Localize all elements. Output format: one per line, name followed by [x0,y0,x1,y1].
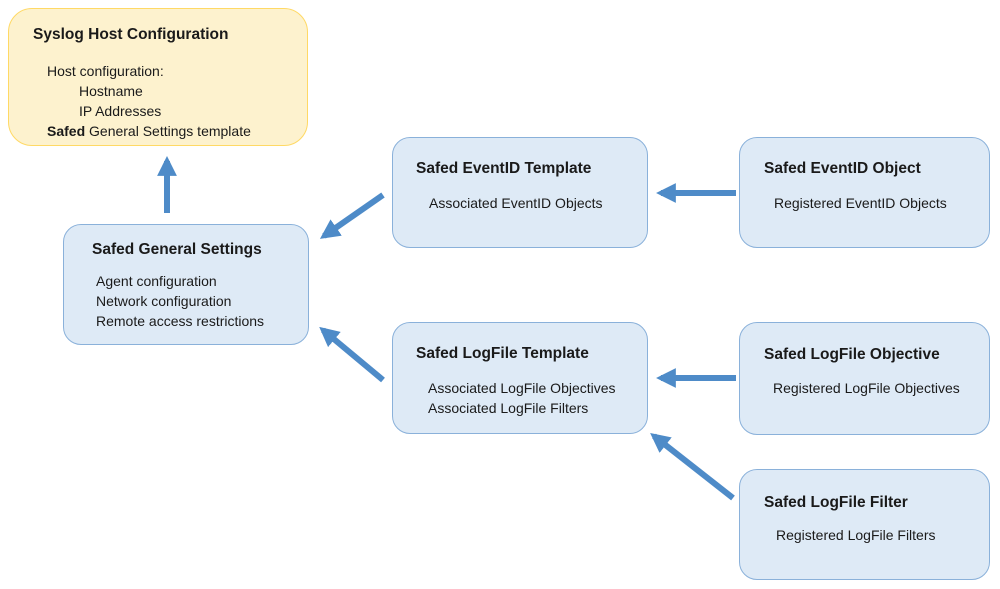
node-line: Associated LogFile Objectives [428,380,616,396]
node-safed-general-settings: Safed General Settings Agent configurati… [63,224,309,345]
node-title: Safed General Settings [92,241,262,258]
node-line: Registered EventID Objects [774,195,947,211]
node-safed-eventid-object: Safed EventID Object Registered EventID … [739,137,990,248]
node-line: Registered LogFile Filters [776,527,936,543]
node-safed-logfile-objective: Safed LogFile Objective Registered LogFi… [739,322,990,435]
arrow-eventid-template-to-general-settings [319,192,385,239]
node-line: Associated LogFile Filters [428,400,589,416]
bold-safed-label: Safed [47,123,86,139]
node-safed-logfile-filter: Safed LogFile Filter Registered LogFile … [739,469,990,580]
node-line: Host configuration: [47,63,164,79]
node-syslog-host-configuration: Syslog Host Configuration Host configura… [8,8,308,146]
arrow-logfile-template-to-general-settings [319,326,385,383]
node-line: IP Addresses [79,103,162,119]
node-title: Safed LogFile Filter [764,494,908,511]
node-line: Agent configuration [96,273,217,289]
node-line: Hostname [79,83,143,99]
node-line: Registered LogFile Objectives [773,380,960,396]
safed-template-label: General Settings template [85,123,251,139]
node-safed-eventid-template: Safed EventID Template Associated EventI… [392,137,648,248]
node-line: Network configuration [96,293,232,309]
arrow-logfile-filter-to-logfile-template [650,432,735,501]
node-line: Safed General Settings template [47,121,307,141]
node-title: Safed LogFile Template [416,345,589,362]
node-title: Safed EventID Template [416,160,592,177]
node-title: Syslog Host Configuration [33,26,229,43]
node-title: Safed LogFile Objective [764,346,940,363]
node-safed-logfile-template: Safed LogFile Template Associated LogFil… [392,322,648,434]
node-line: Associated EventID Objects [429,195,603,211]
node-title: Safed EventID Object [764,160,921,177]
node-line: Remote access restrictions [96,313,265,329]
